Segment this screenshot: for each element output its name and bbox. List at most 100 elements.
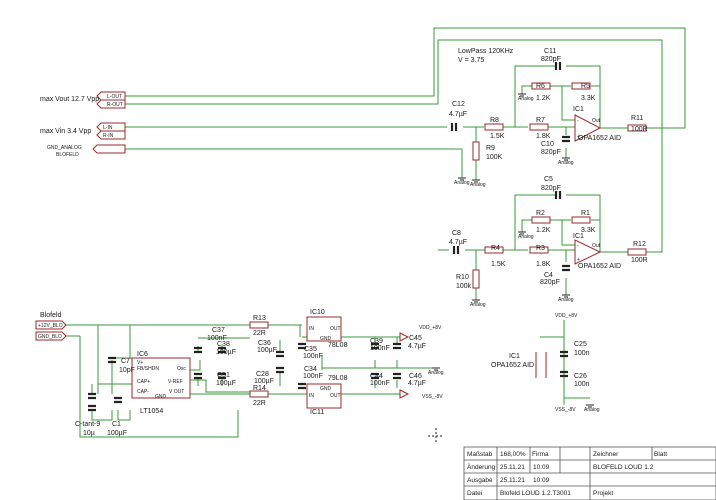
- ics: V+ FB/SHDN Osc CAP+ V-REF CAP- V OUT GND…: [131, 316, 342, 409]
- label-r8: R8: [490, 117, 499, 124]
- label-ic1-power: IC1: [509, 353, 520, 360]
- value-ic1-power: OPA1652 AID: [491, 362, 534, 369]
- label-r11: R11: [631, 115, 643, 122]
- rail-vdd-label: VDD_+8V: [419, 325, 442, 331]
- label-c35: C35: [304, 346, 317, 353]
- r13-body: [249, 321, 269, 329]
- label-c4: C4: [544, 272, 553, 279]
- ic6-pin-cap-minus: CAP-: [137, 389, 149, 395]
- value-c45: 4.7µF: [408, 343, 426, 350]
- rail-vdd-label-2: VDD_+8V: [555, 313, 578, 319]
- note-lowpass: LowPass 120KHz: [458, 48, 514, 55]
- ic6-pin-v-plus: V+: [137, 360, 143, 366]
- value-c38: 100µF: [216, 349, 236, 356]
- ground-label-1: Analog: [518, 96, 534, 102]
- note-max-vout: max Vout 12.7 Vpp: [40, 96, 99, 103]
- svg-text:-: -: [577, 118, 579, 124]
- value-c10: 820pF: [541, 149, 561, 156]
- ground-label-8: Analog: [428, 370, 444, 376]
- label-c36: C36: [258, 340, 271, 347]
- label-c28: C28: [256, 371, 269, 378]
- label-r10: R10: [456, 274, 469, 281]
- ic10-pin-out: OUT: [330, 326, 341, 332]
- rail-vss-label: VSS_-8V: [422, 394, 443, 400]
- r14-body: [249, 390, 269, 398]
- value-c-tant: 10µ: [83, 430, 95, 437]
- label-c7: C7: [121, 358, 130, 365]
- svg-text:+: +: [577, 134, 580, 140]
- tb-file-value: Blofeld LOUD 1.2.T3001: [500, 490, 571, 497]
- label-c25: C25: [574, 341, 587, 348]
- r4-body: [484, 246, 504, 254]
- label-c11: C11: [544, 48, 556, 55]
- capacitors: [88, 62, 570, 412]
- value-r13: 22R: [253, 330, 266, 337]
- tb-sheet-label: Blatt: [654, 451, 667, 458]
- port-12v-blo: +12V_BLO: [38, 323, 63, 329]
- tb-drawer-label: Zeichner: [593, 451, 619, 458]
- ground-label-5: Analog: [558, 160, 574, 166]
- label-ic1a: IC1: [573, 106, 584, 113]
- value-r7: 1.8K: [536, 133, 551, 140]
- ic1a-symbol: [574, 114, 602, 142]
- value-r3: 1.8K: [536, 261, 551, 268]
- origin-cross-icon: [428, 428, 444, 444]
- tb-output-date: 25.11.21: [500, 477, 525, 484]
- ic10-pin-gnd: GND: [320, 336, 332, 342]
- value-c46: 4.7µF: [408, 380, 426, 387]
- value-c36: 100µF: [257, 347, 277, 354]
- label-r14: R14: [253, 385, 266, 392]
- value-r2: 1.2K: [536, 227, 551, 234]
- tb-change-label: Änderung: [467, 463, 496, 471]
- value-c11: 820pF: [541, 56, 561, 63]
- label-r9: R9: [486, 145, 495, 152]
- label-c5: C5: [544, 176, 553, 183]
- note-gnd-analog: GND_ANALOG: [47, 145, 82, 151]
- component-labels: C11 820pF R6 1.2K R5 3.3K IC1 OPA1652 AI…: [75, 48, 648, 437]
- ground-label-4: Analog: [454, 180, 470, 186]
- label-c-tant: C-tant-9: [75, 421, 100, 428]
- label-c26: C26: [574, 373, 587, 380]
- ground-label-2: Analog: [518, 234, 534, 240]
- value-r1: 3.3K: [581, 227, 596, 234]
- value-c7: 10pF: [119, 367, 135, 374]
- ic11-pin-gnd: GND: [320, 386, 332, 392]
- value-r5: 3.3K: [581, 95, 596, 102]
- value-c26: 100n: [574, 381, 590, 388]
- value-c35: 100nF: [303, 353, 323, 360]
- value-c28: 100µF: [254, 378, 274, 385]
- r12-body: [627, 248, 647, 256]
- ground-label-6: Analog: [470, 302, 486, 308]
- r9-body: [472, 141, 480, 161]
- svg-text:Out: Out: [592, 118, 601, 124]
- label-c34: C34: [304, 366, 317, 373]
- label-r1: R1: [581, 210, 590, 217]
- wires: [62, 27, 686, 438]
- tb-change-date: 25.11.21: [500, 464, 525, 471]
- value-r12: 100R: [631, 257, 648, 264]
- value-ic1b: OPA1652 AID: [578, 263, 621, 270]
- label-c12: C12: [452, 101, 465, 108]
- ic6-pin-fb: FB/SHDN: [137, 366, 159, 372]
- tb-project-label: Projekt: [593, 490, 613, 497]
- value-ic6: LT1054: [140, 408, 163, 415]
- ic11-pin-in: IN: [309, 393, 314, 399]
- label-c37: C37: [212, 327, 225, 334]
- label-c44: C44: [370, 373, 383, 380]
- label-c38: C38: [217, 341, 230, 348]
- label-r12: R12: [633, 241, 646, 248]
- label-ic6: IC6: [137, 351, 148, 358]
- note-gnd-analog-sub: BLOFELD: [56, 152, 79, 158]
- label-r5: R5: [581, 83, 590, 90]
- r10-body: [472, 269, 480, 289]
- r7-body: [529, 123, 549, 131]
- value-c8: 4.7µF: [449, 239, 467, 246]
- value-c5: 820pF: [541, 185, 561, 192]
- r6-body: [531, 82, 551, 90]
- svg-text:Out: Out: [592, 243, 601, 249]
- value-c51: 100µF: [216, 380, 236, 387]
- note-blofeld: Blofeld: [40, 312, 62, 319]
- label-c45: C45: [409, 335, 422, 342]
- value-c25: 100n: [574, 350, 590, 357]
